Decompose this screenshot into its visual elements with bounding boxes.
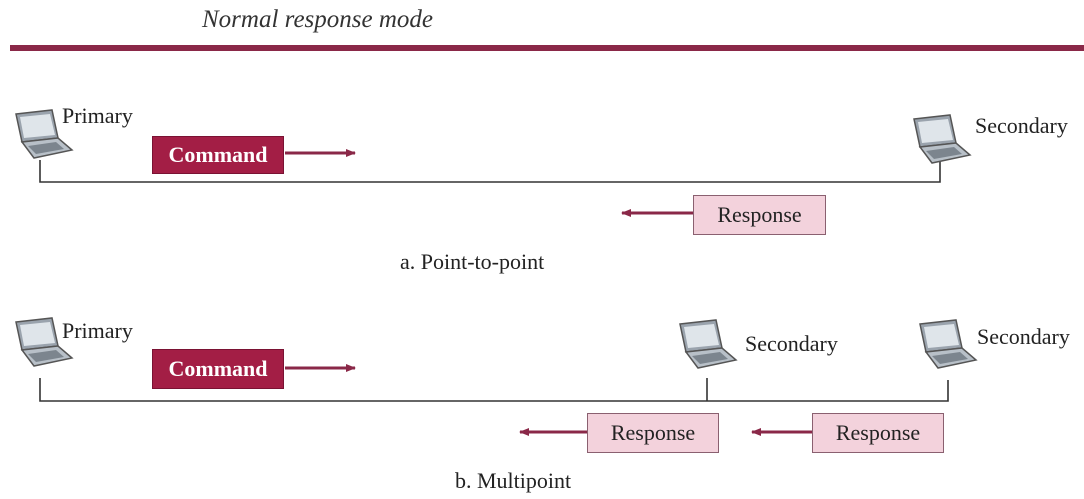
- diagram-title: Normal response mode: [202, 6, 434, 33]
- mp-secondary-2-label: Secondary: [977, 324, 1070, 349]
- laptop-icon: [679, 319, 738, 369]
- laptop-icon: [15, 317, 74, 367]
- title-divider: [10, 45, 1084, 51]
- ptp-primary-label: Primary: [62, 103, 133, 128]
- mp-link-line: [39, 378, 949, 402]
- laptop-icon: [913, 114, 972, 164]
- laptop-icon: [919, 319, 978, 369]
- mp-command-box: Command: [152, 349, 284, 389]
- ptp-caption: a. Point-to-point: [400, 249, 545, 274]
- ptp-response-box: Response: [693, 195, 826, 235]
- mp-caption: b. Multipoint: [455, 468, 572, 493]
- laptop-icon: [15, 109, 74, 159]
- mp-secondary-1-label: Secondary: [745, 331, 838, 356]
- mp-primary-label: Primary: [62, 318, 133, 343]
- mp-response-1-box: Response: [587, 413, 719, 453]
- ptp-command-box: Command: [152, 136, 284, 174]
- ptp-link-line: [39, 160, 941, 183]
- ptp-secondary-label: Secondary: [975, 113, 1068, 138]
- mp-response-2-box: Response: [812, 413, 944, 453]
